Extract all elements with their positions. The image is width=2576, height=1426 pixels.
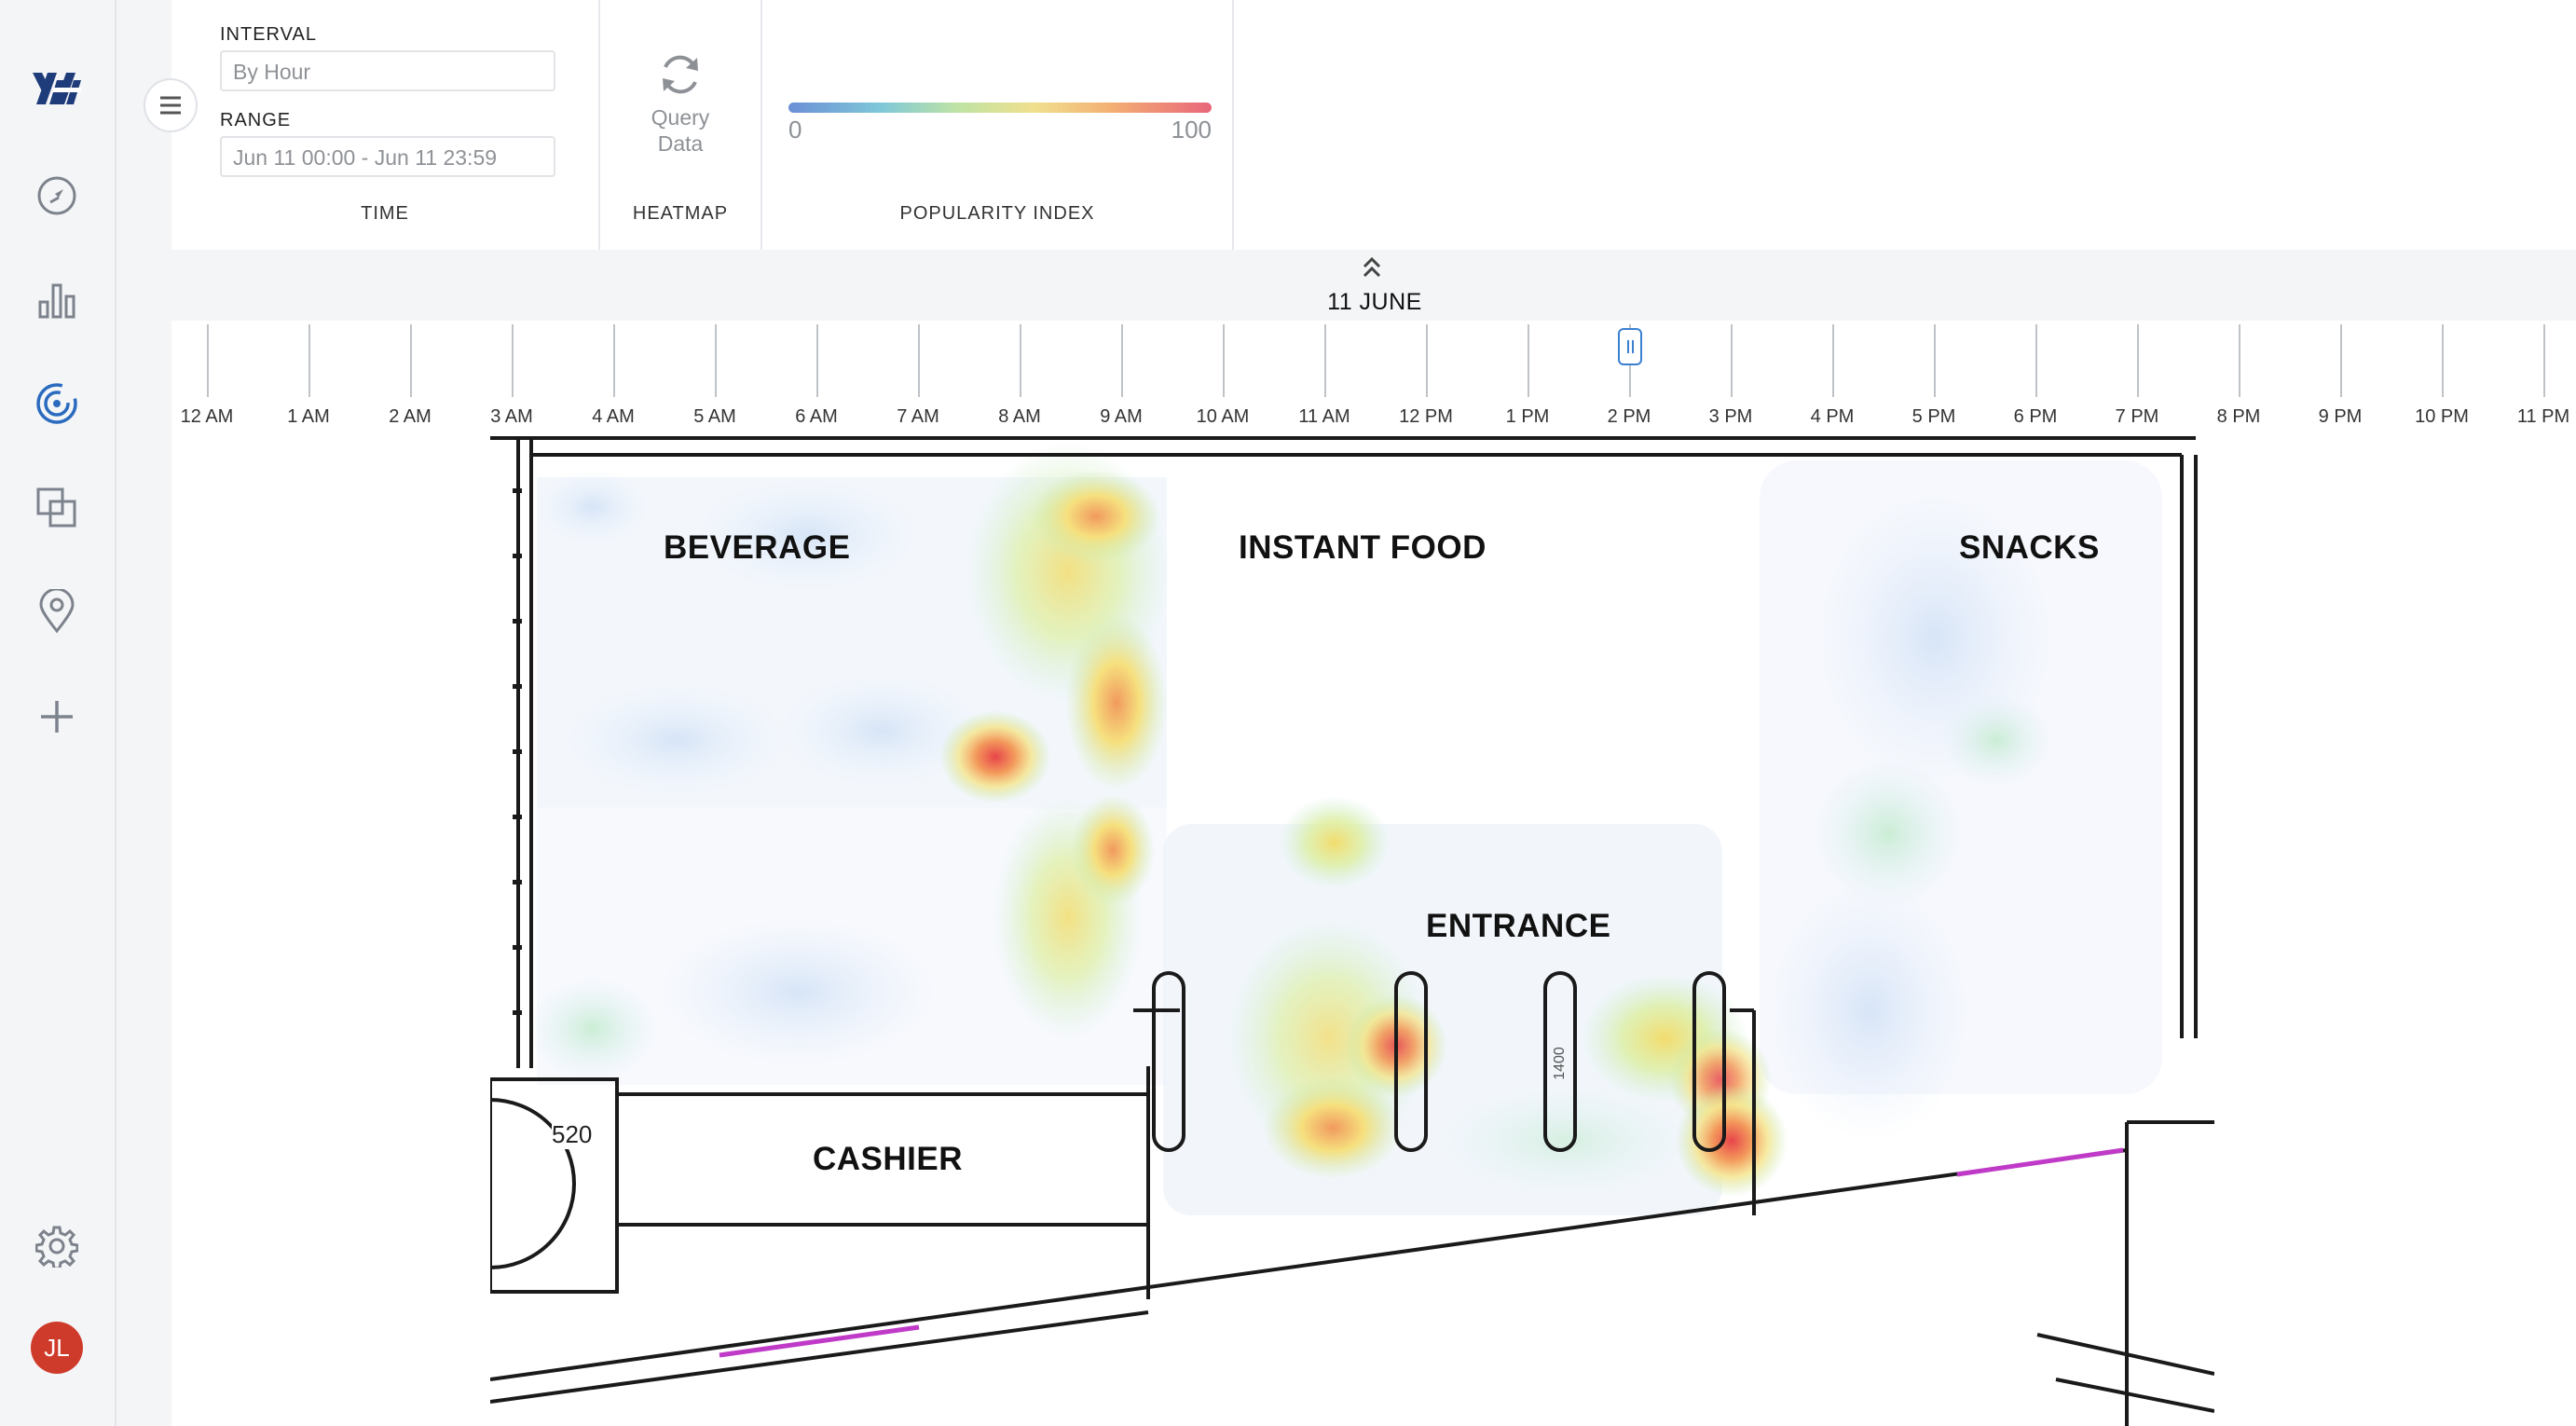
timeline-tick[interactable]	[816, 324, 818, 397]
timeline-date: 11 JUNE	[1327, 289, 1422, 315]
heatmap-section-label: HEATMAP	[632, 203, 729, 224]
query-label-line1: Query	[651, 105, 710, 130]
heatmap-section: Query Data HEATMAP	[600, 0, 762, 250]
timeline-tick[interactable]	[1020, 324, 1021, 397]
timeline-hour-label[interactable]: 5 PM	[1911, 406, 1956, 427]
floor-plan	[490, 436, 2214, 1426]
query-label-line2: Data	[657, 131, 704, 156]
analytics-icon[interactable]	[28, 271, 86, 329]
heatmap-icon[interactable]	[28, 375, 86, 432]
layers-icon[interactable]	[28, 479, 86, 537]
timeline-tick[interactable]	[2239, 324, 2240, 397]
zone-beverage-label: BEVERAGE	[664, 529, 851, 566]
menu-icon	[160, 96, 181, 115]
zone-snacks-label: SNACKS	[1959, 529, 2100, 566]
timeline-tick[interactable]	[2340, 324, 2342, 397]
timeline-hour-label[interactable]: 12 AM	[180, 406, 234, 427]
timeline-tick[interactable]	[2035, 324, 2037, 397]
timeline-tick[interactable]	[715, 324, 717, 397]
brand-logo[interactable]	[28, 60, 86, 117]
timeline-hour-label[interactable]: 6 PM	[2013, 406, 2058, 427]
timeline-tick[interactable]	[918, 324, 920, 397]
dashboard-icon[interactable]	[28, 167, 86, 225]
timeline-tick[interactable]	[512, 324, 514, 397]
timeline-tick[interactable]	[2543, 324, 2545, 397]
heat-overlay	[528, 442, 2162, 1215]
timeline-hour-label[interactable]: 4 AM	[592, 406, 635, 427]
timeline-slider-handle[interactable]	[1618, 328, 1642, 365]
time-section: INTERVAL By Hour RANGE Jun 11 00:00 - Ju…	[171, 0, 600, 250]
settings-icon[interactable]	[28, 1217, 86, 1275]
timeline-hour-label[interactable]: 7 AM	[897, 406, 939, 427]
timeline-tick[interactable]	[2137, 324, 2139, 397]
zone-instant-food-label: INSTANT FOOD	[1239, 529, 1487, 566]
timeline-hour-label[interactable]: 4 PM	[1810, 406, 1855, 427]
timeline-tick[interactable]	[308, 324, 310, 397]
timeline-tick[interactable]	[613, 324, 615, 397]
dimension-label: 520	[552, 1120, 593, 1149]
time-section-label: TIME	[361, 203, 409, 224]
collapse-panel-icon[interactable]	[1359, 254, 1385, 281]
timeline-hour-label[interactable]: 2 PM	[1607, 406, 1651, 427]
timeline-tick[interactable]	[1121, 324, 1123, 397]
timeline-hour-label[interactable]: 10 PM	[2415, 406, 2469, 427]
interval-label: INTERVAL	[220, 24, 317, 45]
timeline-hour-label[interactable]: 6 AM	[795, 406, 838, 427]
timeline-tick[interactable]	[1426, 324, 1428, 397]
range-label: RANGE	[220, 110, 292, 130]
wall-ticks	[513, 488, 522, 1015]
timeline-hour-label[interactable]: 1 AM	[287, 406, 330, 427]
timeline-tick[interactable]	[1934, 324, 1936, 397]
sliding-door-tracks	[719, 1147, 2124, 1358]
timeline-hour-label[interactable]: 7 PM	[2115, 406, 2159, 427]
range-input[interactable]: Jun 11 00:00 - Jun 11 23:59	[220, 136, 555, 177]
timeline-hour-label[interactable]: 3 AM	[490, 406, 533, 427]
timeline-hour-label[interactable]: 5 AM	[693, 406, 736, 427]
timeline-tick[interactable]	[1223, 324, 1225, 397]
timeline-tick[interactable]	[410, 324, 412, 397]
popularity-min: 0	[788, 116, 802, 144]
timeline-tick[interactable]	[1832, 324, 1834, 397]
panel-filler	[1234, 0, 2576, 250]
popularity-section: 0 100 POPULARITY INDEX	[762, 0, 1234, 250]
timeline-hour-label[interactable]: 1 PM	[1505, 406, 1550, 427]
timeline-tick[interactable]	[2442, 324, 2444, 397]
dimension-label-2: 1400	[1551, 1047, 1568, 1080]
timeline-hour-label[interactable]: 2 AM	[389, 406, 432, 427]
menu-toggle-button[interactable]	[144, 78, 198, 132]
control-panel: INTERVAL By Hour RANGE Jun 11 00:00 - Ju…	[171, 0, 1234, 250]
refresh-icon	[663, 55, 698, 94]
add-icon[interactable]	[28, 688, 86, 746]
timeline-hour-label[interactable]: 12 PM	[1399, 406, 1453, 427]
timeline-hour-label[interactable]: 8 AM	[998, 406, 1041, 427]
popularity-max: 100	[1171, 116, 1212, 144]
timeline-hour-label[interactable]: 9 PM	[2318, 406, 2363, 427]
timeline-tick[interactable]	[1528, 324, 1529, 397]
timeline-hour-label[interactable]: 10 AM	[1196, 406, 1250, 427]
query-data-button[interactable]: Query Data	[600, 50, 760, 157]
timeline-tick[interactable]	[1731, 324, 1733, 397]
zone-entrance-label: ENTRANCE	[1426, 908, 1611, 944]
popularity-gradient-bar	[788, 103, 1212, 113]
zone-cashier-label: CASHIER	[813, 1141, 964, 1177]
timeline-tick[interactable]	[1324, 324, 1326, 397]
popularity-section-label: POPULARITY INDEX	[899, 203, 1095, 224]
timeline-hour-label[interactable]: 9 AM	[1100, 406, 1143, 427]
timeline-tick[interactable]	[207, 324, 209, 397]
location-icon[interactable]	[28, 583, 86, 640]
avatar[interactable]: JL	[31, 1322, 83, 1374]
store-heatmap: BEVERAGE INSTANT FOOD SNACKS ENTRANCE CA…	[490, 432, 2214, 1426]
hour-timeline[interactable]: 12 AM 1 AM 2 AM 3 AM 4 AM 5 AM 6 AM 7 AM 8 AM 9 A…	[171, 321, 2576, 432]
timeline-hour-label[interactable]: 3 PM	[1708, 406, 1753, 427]
timeline-hour-label[interactable]: 11 AM	[1298, 406, 1350, 427]
timeline-hour-label[interactable]: 11 PM	[2516, 406, 2570, 427]
timeline-hour-label[interactable]: 8 PM	[2216, 406, 2261, 427]
interval-select[interactable]: By Hour	[220, 50, 555, 91]
nav-rail: JL	[0, 0, 116, 1426]
